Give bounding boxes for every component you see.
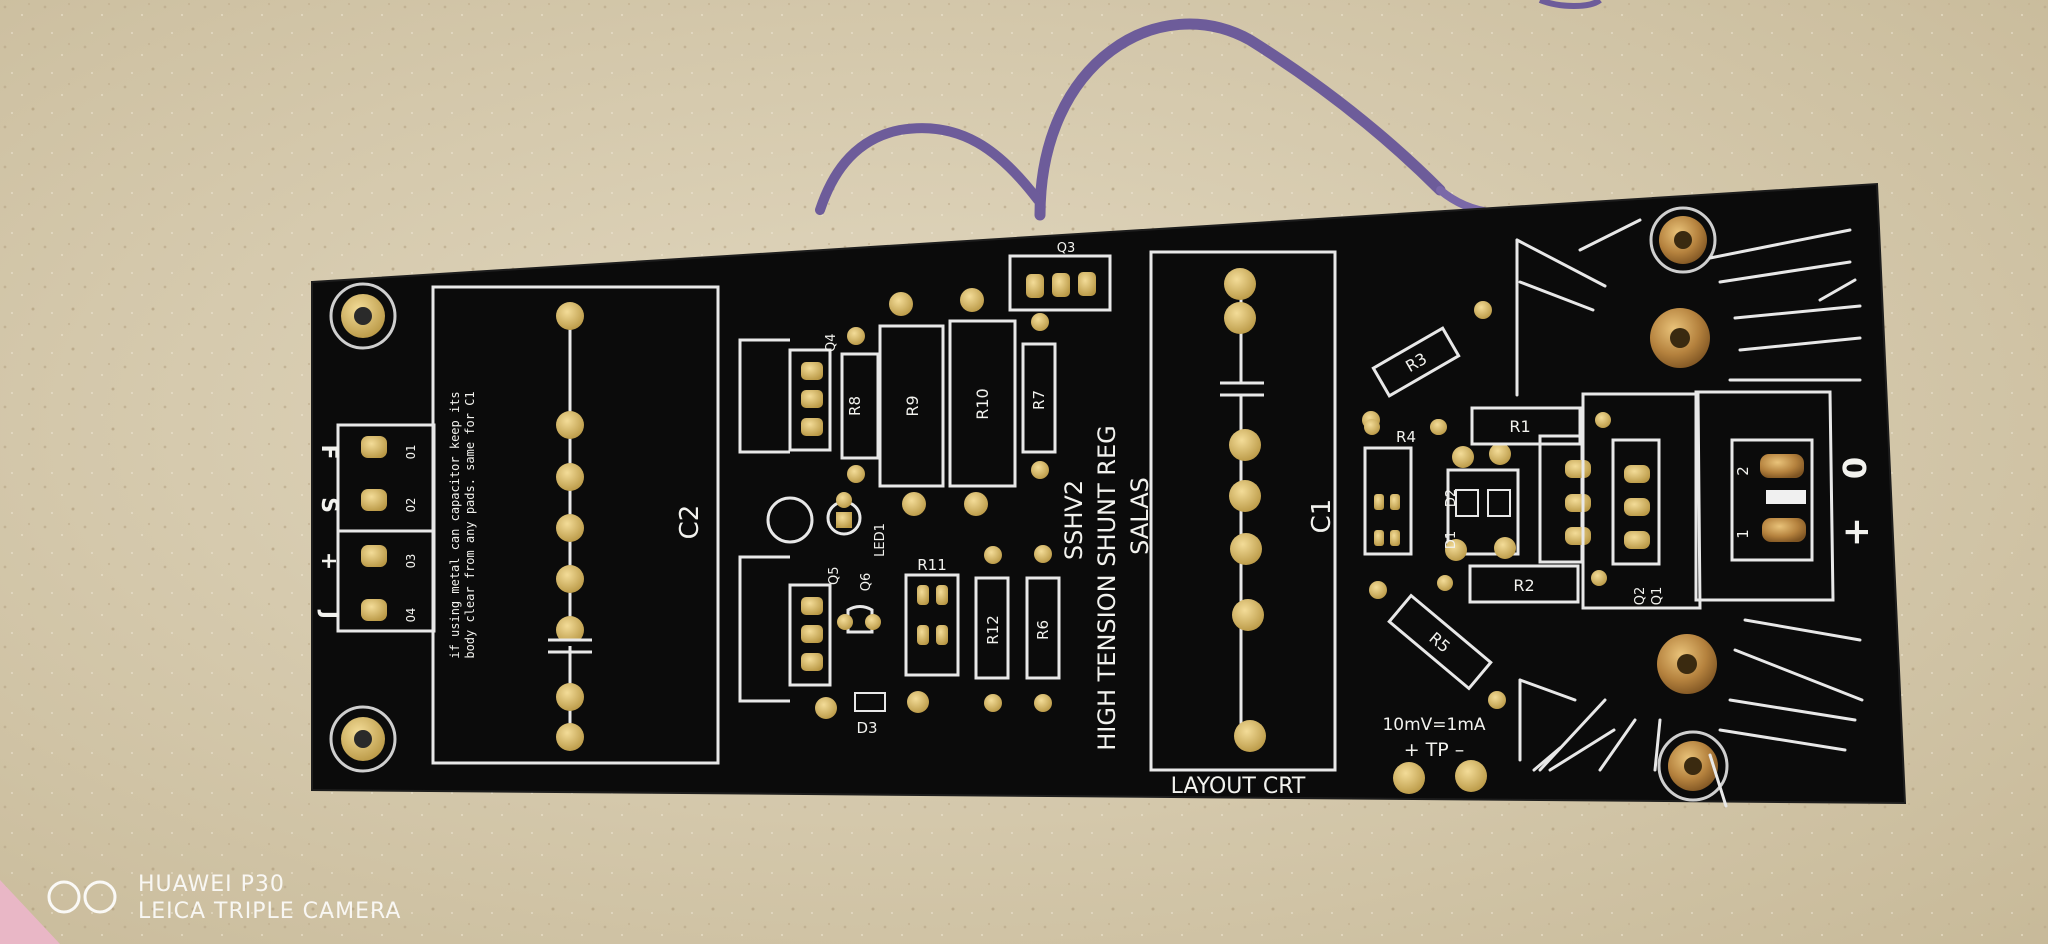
c2-pads (556, 302, 584, 751)
capacitor-note: if using metal can capacitor keep its (448, 391, 462, 658)
component-label: LED1 (873, 523, 888, 557)
layout-label: LAYOUT CRT (1171, 774, 1306, 799)
component-label: D1 (1444, 531, 1459, 549)
terminal-pin-label: 2 (1734, 466, 1752, 476)
component-label: C1 (1307, 499, 1337, 534)
test-point-pad (1455, 760, 1487, 792)
heatsink-outline (1515, 218, 1864, 808)
q2-pads (1565, 460, 1591, 545)
board-title-line2: HIGH TENSION SHUNT REG (1093, 425, 1121, 751)
mounting-hole (329, 705, 397, 773)
c1-outline (1149, 250, 1337, 772)
component-label: Q4 (824, 333, 839, 352)
component-label: Q6 (859, 573, 874, 592)
board-title-line1: SSHV2 (1060, 480, 1088, 560)
heatsink-eyelet (1650, 308, 1710, 368)
component-label: Q1 (1650, 587, 1665, 606)
camera-logo-icon (47, 880, 81, 914)
terminal-pin-label: O1 (404, 445, 418, 459)
q5-pads (801, 597, 823, 671)
mounting-hole (1657, 730, 1729, 802)
test-point-pad (1393, 762, 1425, 794)
component-label: R10 (973, 388, 992, 419)
component-label: R7 (1030, 390, 1048, 410)
test-point-scale: 10mV=1mA (1382, 715, 1485, 735)
pcb-board: O1 O2 O3 O4 F S + J C2 if using metal ca… (311, 182, 1907, 808)
component-label: R6 (1034, 620, 1052, 640)
q1-pads (1624, 465, 1650, 549)
watermark-line1: HUAWEI P30 (138, 872, 285, 897)
mounting-hole (329, 282, 397, 350)
output-terminal-block (336, 423, 436, 633)
component-label: R11 (917, 556, 947, 574)
mounting-hole (1649, 206, 1717, 274)
capacitor-note: body clear from any pads. same for C1 (463, 391, 477, 658)
terminal-pin-label: O4 (404, 608, 418, 622)
watermark-line2: LEICA TRIPLE CAMERA (138, 899, 401, 924)
component-label: Q5 (827, 566, 842, 585)
c1-pads (1224, 268, 1266, 752)
q3-pads (1026, 272, 1096, 298)
component-label: D3 (856, 719, 877, 737)
terminal-side-label: S (316, 497, 341, 513)
component-label: R8 (846, 396, 864, 416)
marker-scribble (1034, 18, 1446, 221)
terminal-pin-label: 1 (1734, 529, 1752, 539)
terminal-side-label: F (316, 444, 341, 459)
terminal-pin-label: O2 (404, 498, 418, 512)
terminal-pin-label: O3 (404, 554, 418, 568)
component-label: Q3 (1057, 241, 1076, 256)
polarity-label: 0 (1836, 457, 1874, 479)
terminal-side-label: J (316, 609, 341, 619)
component-label: R1 (1509, 417, 1530, 436)
component-label: R9 (903, 395, 922, 416)
input-terminal-pads (1760, 454, 1806, 542)
component-label: Q2 (1633, 587, 1648, 606)
component-label: C2 (675, 505, 705, 540)
c2-outline (431, 285, 720, 765)
board-title-line3: SALAS (1126, 477, 1154, 555)
component-label: R12 (984, 615, 1002, 645)
polarity-label: + (1836, 517, 1877, 547)
component-label: D2 (1444, 489, 1459, 507)
component-label: R4 (1396, 428, 1416, 446)
terminal-side-label: + (316, 552, 341, 570)
q4-pads (801, 362, 823, 436)
camera-watermark: HUAWEI P30 LEICA TRIPLE CAMERA (47, 872, 401, 924)
test-point-label: + TP – (1404, 739, 1465, 761)
heatsink-eyelet (1657, 634, 1717, 694)
component-label: R2 (1513, 576, 1534, 595)
